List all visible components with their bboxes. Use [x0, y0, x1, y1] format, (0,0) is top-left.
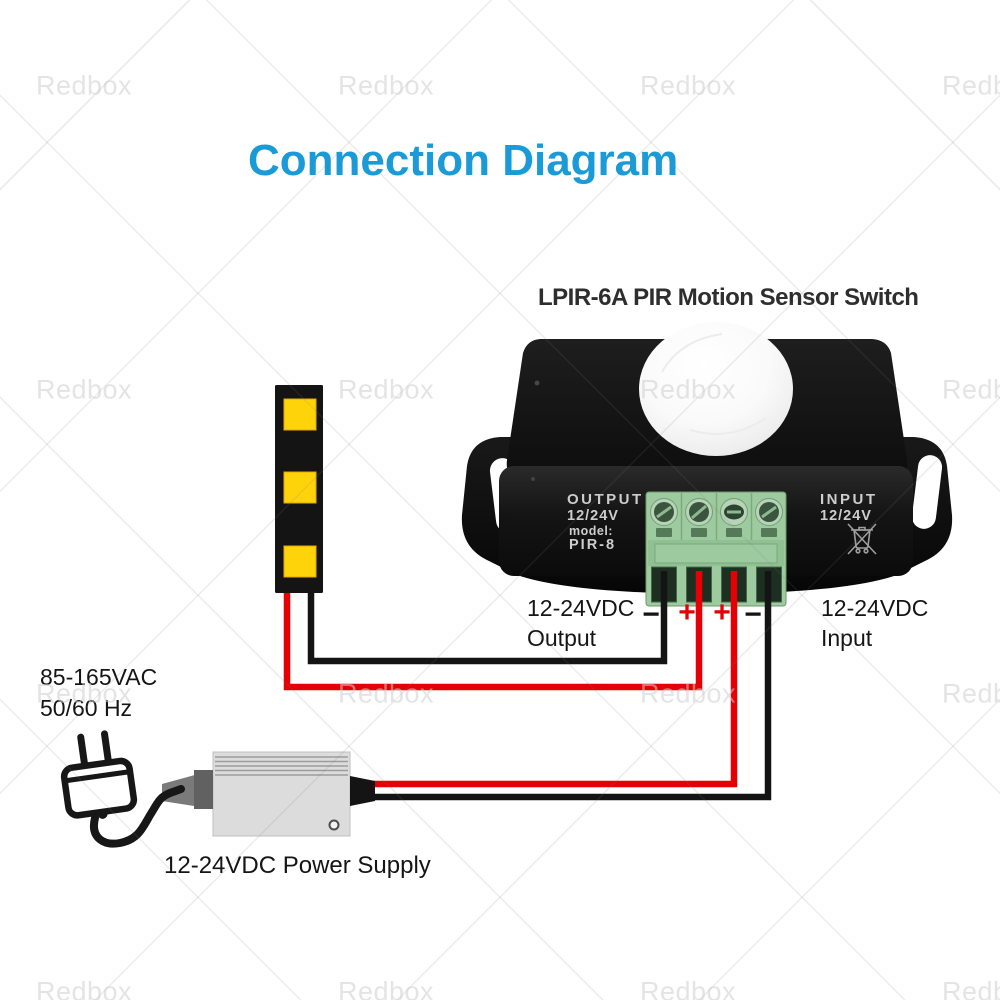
output-label-line2: Output: [527, 625, 597, 651]
pir-sensor-device-illustration: [461, 322, 953, 607]
wire-output-negative: [307, 571, 668, 665]
output-terminal-label: 12-24VDC Output: [527, 593, 634, 653]
led-chip-2: [283, 471, 317, 504]
plug-cable: [90, 785, 185, 848]
case-screw-dot: [534, 380, 540, 386]
pir-dome-highlight: [661, 333, 767, 435]
ac-label-line2: 50/60 Hz: [40, 695, 133, 721]
plug-face-line: [62, 769, 133, 784]
terminal-slot: [726, 528, 742, 537]
device-input-marking: INPUT 12/24V: [820, 491, 878, 525]
device-label: LPIR-6A PIR Motion Sensor Switch: [538, 284, 919, 311]
device-output-voltage: 12/24V: [567, 508, 619, 524]
ac-supply-label: 85-165VAC 50/60 Hz: [40, 662, 157, 724]
wire-output-positive: [283, 571, 703, 691]
terminal-screw-1: [650, 498, 678, 526]
page-title: Connection Diagram: [248, 136, 679, 185]
device-input-voltage: 12/24V: [820, 508, 872, 524]
psu-dc-connector: [350, 776, 375, 806]
device-model-value: PIR-8: [569, 537, 617, 553]
terminal-slot: [691, 528, 707, 537]
terminal-screw-3: [720, 498, 748, 526]
device-output-marking: OUTPUT 12/24V: [567, 491, 644, 525]
led-chip-3: [283, 545, 317, 578]
input-terminal-label: 12-24VDC Input: [821, 593, 928, 653]
ac-plug-icon: [60, 730, 185, 848]
power-supply-label: 12-24VDC Power Supply: [164, 852, 431, 879]
weee-bin-icon: [847, 523, 877, 555]
wiring: [283, 571, 772, 801]
case-screw-dot: [531, 477, 535, 481]
input-label-line2: Input: [821, 625, 873, 651]
led-strip-illustration: [275, 385, 323, 593]
wire-input-negative: [371, 571, 772, 801]
terminal-screw-2: [685, 498, 713, 526]
device-output-title: OUTPUT: [567, 491, 644, 508]
polarity-sign-input-positive: +: [713, 596, 731, 629]
psu-screw-hole: [328, 819, 340, 831]
ac-label-line1: 85-165VAC: [40, 664, 158, 690]
device-input-title: INPUT: [820, 491, 878, 508]
wire-input-positive: [371, 571, 738, 788]
terminal-recess: [654, 543, 778, 564]
psu-vents: [215, 756, 348, 776]
output-label-line1: 12-24VDC: [527, 595, 635, 621]
device-model-label: model:: [569, 524, 613, 538]
polarity-sign-input-negative: −: [744, 598, 762, 631]
psu-ac-connector-shade: [194, 770, 213, 809]
plug-cable-boot: [97, 808, 108, 819]
pir-dome: [639, 322, 793, 456]
led-chip-1: [283, 398, 317, 431]
power-supply-illustration: [162, 751, 351, 837]
terminal-slot: [761, 528, 777, 537]
input-label-line1: 12-24VDC: [821, 595, 929, 621]
device-model-marking: model: PIR-8: [569, 525, 616, 553]
polarity-sign-output-positive: +: [678, 596, 696, 629]
polarity-sign-output-negative: −: [642, 598, 660, 631]
mounting-slot-right: [911, 455, 943, 529]
plug-body: [60, 757, 138, 819]
terminal-screw-4: [755, 498, 783, 526]
terminal-slot: [656, 528, 672, 537]
